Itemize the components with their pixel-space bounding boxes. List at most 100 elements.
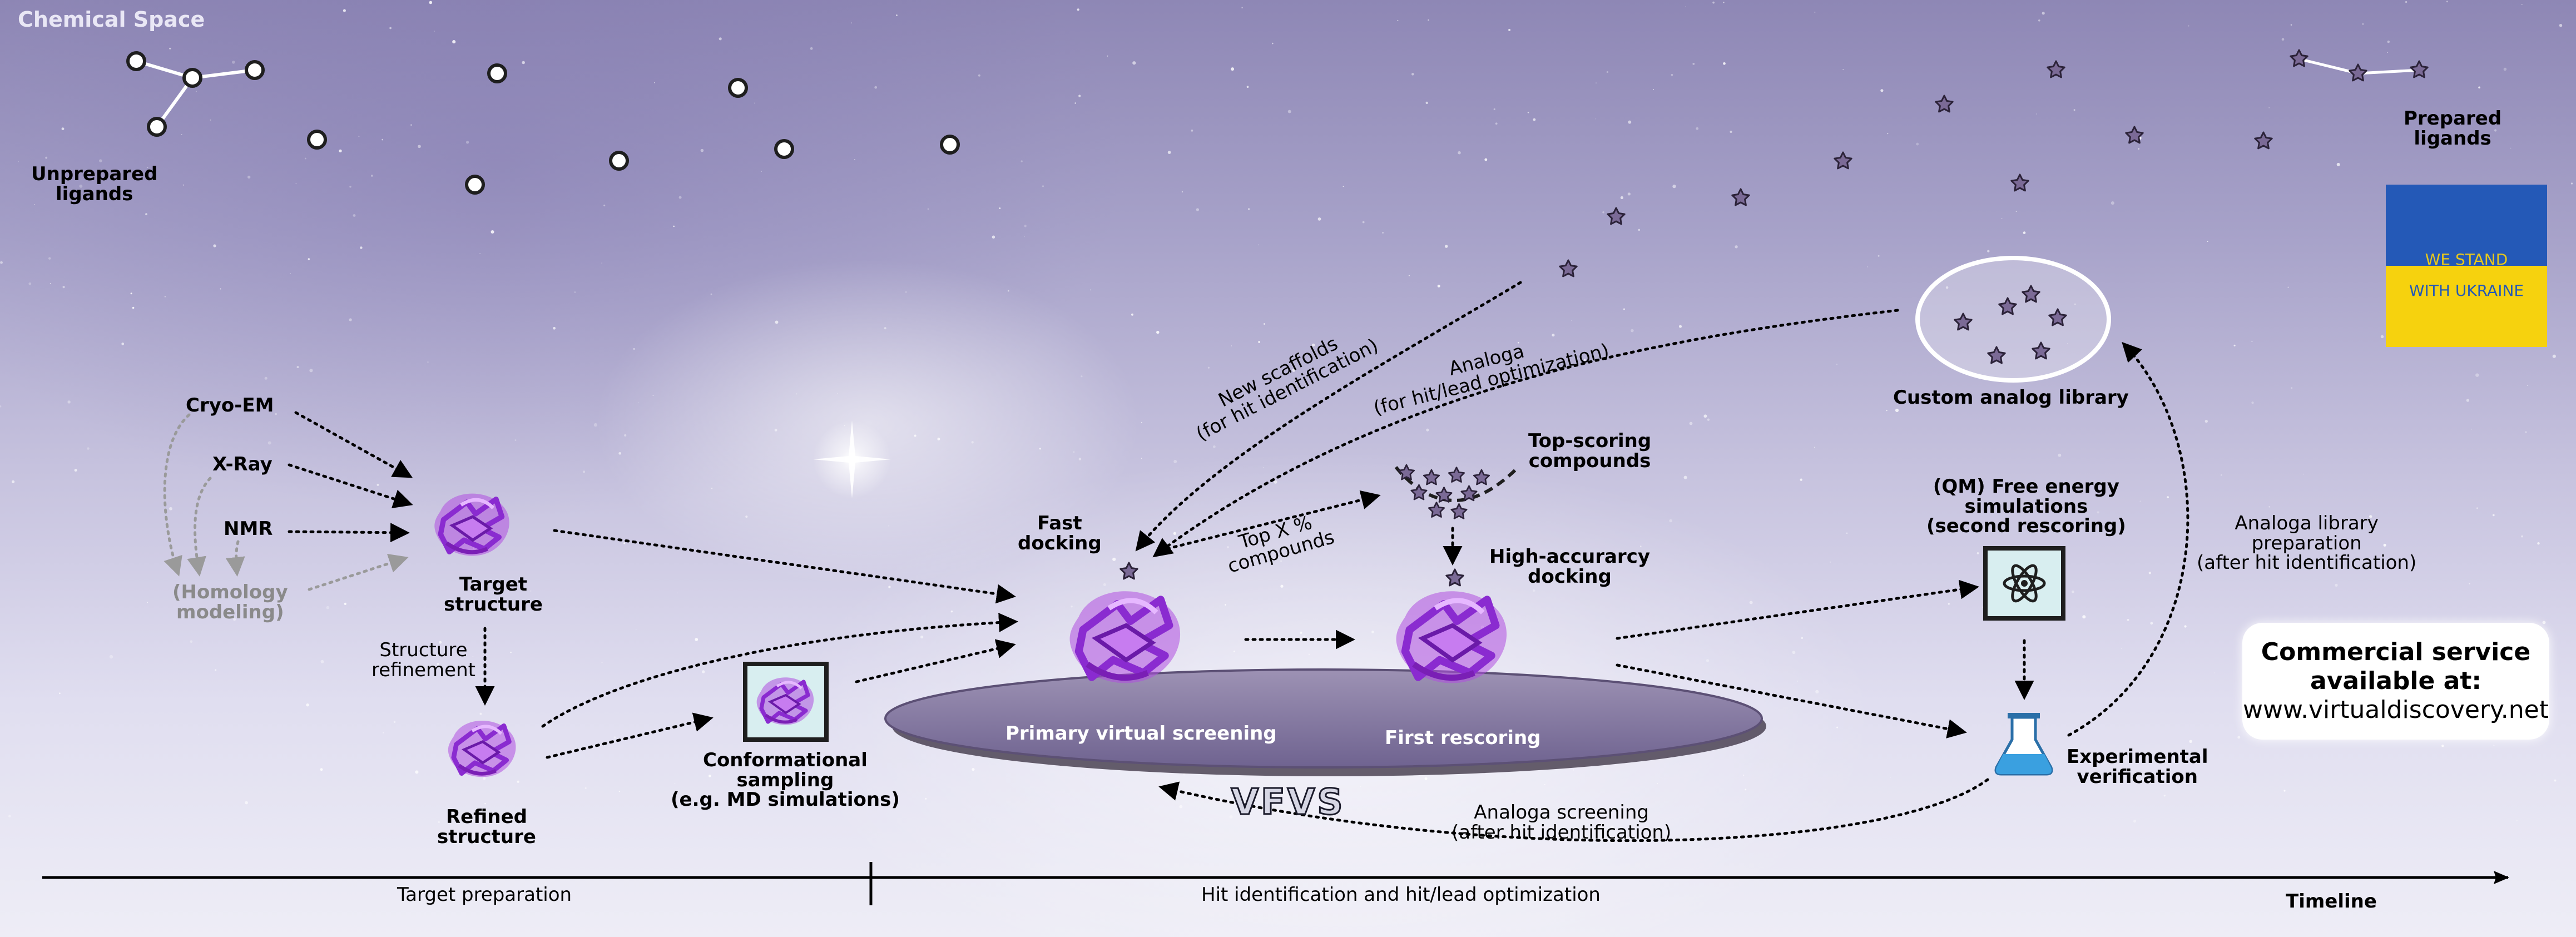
timeline-arrowhead [2494, 871, 2509, 884]
background-star [1131, 313, 1133, 316]
background-star [1196, 208, 1200, 211]
background-star [678, 196, 682, 199]
background-star [2117, 752, 2119, 754]
background-star [1408, 275, 1410, 276]
background-star [1287, 110, 1291, 113]
background-star [2138, 148, 2140, 150]
background-star [2291, 387, 2293, 389]
background-star [1078, 95, 1081, 97]
background-star [2127, 618, 2129, 621]
background-star [1745, 789, 1747, 791]
background-star [264, 376, 267, 380]
background-star [874, 86, 878, 89]
background-star [950, 610, 953, 613]
background-star [2281, 38, 2285, 41]
background-star [2293, 559, 2296, 562]
background-star [1191, 130, 1193, 132]
background-star [2139, 500, 2141, 502]
background-star [1792, 651, 1796, 655]
background-star [2405, 1, 2407, 3]
background-star [1343, 186, 1344, 187]
background-star [2475, 373, 2479, 377]
background-star [1620, 196, 1624, 200]
background-star [1981, 606, 1984, 608]
background-star [232, 61, 235, 64]
background-star [1007, 290, 1009, 292]
background-star [1493, 108, 1495, 111]
background-star [1887, 133, 1889, 135]
background-star [1317, 217, 1321, 221]
conformational-sampling-label: Conformational sampling (e.g. MD simulat… [671, 749, 900, 811]
background-star [1231, 345, 1232, 346]
background-star [2072, 590, 2074, 593]
background-star [1173, 532, 1176, 535]
background-star [233, 618, 236, 621]
background-star [349, 318, 352, 321]
background-star [1509, 550, 1512, 553]
ukraine-text-line2: WITH UKRAINE [2409, 281, 2524, 300]
background-star [2494, 129, 2497, 132]
background-star [2503, 67, 2507, 71]
background-star [213, 244, 216, 247]
background-star [1508, 367, 1510, 369]
background-star [1689, 422, 1693, 425]
background-star [978, 74, 980, 77]
background-star [62, 285, 65, 289]
background-star [905, 291, 906, 292]
background-star [245, 801, 248, 805]
background-star [2369, 515, 2372, 518]
background-star [215, 669, 217, 671]
background-star [1814, 11, 1816, 13]
background-star [353, 214, 356, 217]
background-star [210, 119, 211, 121]
background-star [370, 175, 373, 177]
background-star [349, 186, 351, 188]
background-star [1987, 250, 1990, 252]
background-star [465, 141, 469, 144]
background-star [59, 692, 61, 695]
background-star [1723, 2, 1725, 3]
background-star [517, 780, 519, 783]
background-star [1112, 557, 1116, 561]
background-star [925, 797, 927, 800]
background-star [2148, 572, 2152, 574]
background-star [429, 1, 433, 4]
high-accuracy-ligand-star [1445, 568, 1464, 587]
background-star [582, 470, 586, 473]
background-star [190, 640, 193, 643]
background-star [1039, 448, 1041, 450]
background-star [2492, 514, 2495, 517]
background-star [896, 14, 898, 16]
background-star [719, 37, 722, 41]
background-star [601, 661, 603, 663]
background-star [514, 439, 517, 441]
background-star [920, 635, 924, 639]
background-star [418, 145, 421, 148]
background-star [1179, 805, 1183, 809]
background-star [308, 258, 310, 260]
background-star [2074, 303, 2076, 305]
background-star [410, 124, 412, 126]
background-star [1976, 552, 1979, 554]
background-star [1181, 191, 1183, 193]
background-star [434, 31, 435, 32]
background-star [1533, 589, 1535, 592]
background-star [1141, 422, 1142, 423]
background-star [1312, 343, 1315, 347]
background-star [2251, 341, 2253, 343]
background-star [296, 366, 299, 369]
background-star [711, 488, 713, 489]
background-star [1241, 7, 1243, 9]
background-star [1360, 351, 1361, 353]
background-star [1669, 519, 1672, 523]
background-star [1631, 329, 1634, 333]
background-star [1544, 784, 1545, 785]
background-star [530, 590, 532, 592]
commercial-url-link[interactable]: www.virtualdiscovery.net [2243, 695, 2549, 724]
target-structure-protein [434, 494, 509, 556]
background-star [1167, 151, 1171, 154]
background-star [320, 768, 323, 771]
background-star [344, 602, 346, 606]
background-star [618, 790, 621, 792]
